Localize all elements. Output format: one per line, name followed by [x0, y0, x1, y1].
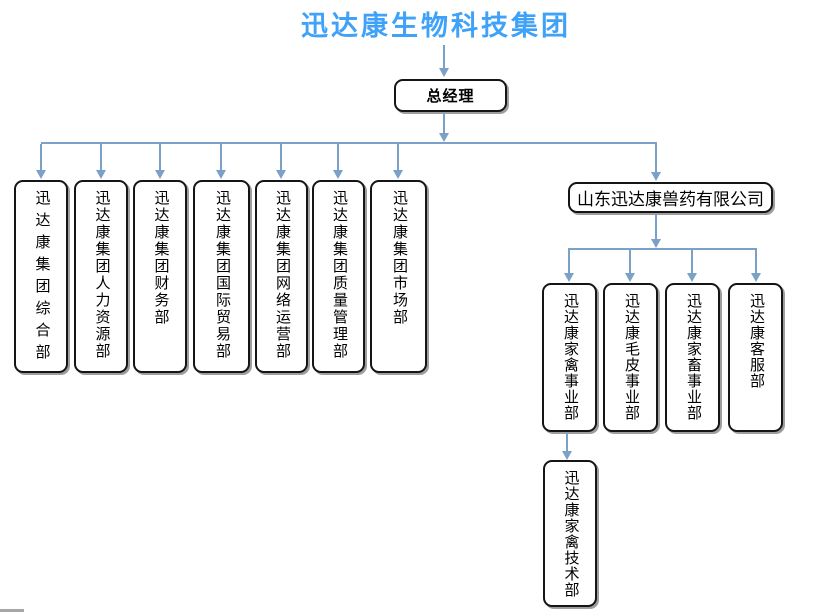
- org-node-label: 迅达康毛皮事业部: [623, 293, 639, 421]
- org-node-subsidiary-company[interactable]: 山东迅达康兽药有限公司: [568, 182, 773, 213]
- org-node-label: 迅达康集团质量管理部: [331, 190, 347, 360]
- connector-division-to-tech-line: [566, 432, 568, 451]
- org-node-quality-management-dept[interactable]: 迅达康集团质量管理部: [312, 180, 365, 373]
- org-node-label: 迅达康集团人力资源部: [93, 190, 110, 360]
- arrow-down-icon: [651, 172, 661, 181]
- org-node-label: 迅达康集团综合部: [33, 190, 50, 366]
- connector-drop-line: [691, 250, 693, 273]
- connector-drop-line: [159, 144, 161, 170]
- arrow-down-icon: [216, 170, 226, 179]
- connector-drop-line: [755, 250, 757, 273]
- arrow-down-icon: [36, 170, 46, 179]
- arrow-down-icon: [751, 273, 761, 282]
- arrow-down-icon: [155, 170, 165, 179]
- connector-drop-line: [220, 144, 222, 170]
- org-node-label: 总经理: [426, 89, 475, 105]
- org-node-label: 迅达康集团财务部: [152, 190, 169, 326]
- connector-drop-line: [337, 144, 339, 170]
- arrow-down-icon: [687, 273, 697, 282]
- org-node-label: 迅达康集团市场部: [391, 190, 407, 326]
- arrow-down-icon: [625, 273, 635, 282]
- arrow-down-icon: [276, 170, 286, 179]
- org-node-poultry-technical-dept[interactable]: 迅达康家禽技术部: [543, 460, 597, 607]
- connector-drop-line: [100, 144, 102, 170]
- org-node-hr-dept[interactable]: 迅达康集团人力资源部: [74, 180, 128, 373]
- org-node-livestock-division[interactable]: 迅达康家畜事业部: [665, 283, 720, 432]
- org-node-fur-division[interactable]: 迅达康毛皮事业部: [603, 283, 658, 432]
- connector-drop-line: [629, 250, 631, 273]
- connector-root-to-rail-line: [443, 112, 445, 133]
- org-node-marketing-dept[interactable]: 迅达康集团市场部: [370, 180, 427, 373]
- connector-drop-line: [280, 144, 282, 170]
- org-node-label: 迅达康家畜事业部: [685, 293, 701, 421]
- connector-drop-line: [397, 144, 399, 170]
- arrow-down-icon: [96, 170, 106, 179]
- connector-rail-level2: [568, 248, 757, 250]
- connector-title-to-root-line: [443, 45, 445, 68]
- org-node-label: 迅达康集团国际贸易部: [214, 190, 230, 360]
- org-node-label: 山东迅达康兽药有限公司: [577, 190, 764, 209]
- arrow-down-icon: [393, 170, 403, 179]
- org-node-label: 迅达康客服部: [748, 293, 764, 389]
- arrow-down-icon: [562, 451, 572, 460]
- arrow-down-icon: [651, 239, 661, 248]
- org-node-label: 迅达康家禽事业部: [562, 293, 578, 421]
- org-node-customer-service-dept[interactable]: 迅达康客服部: [728, 283, 783, 432]
- org-node-label: 迅达康家禽技术部: [562, 470, 579, 598]
- chart-title: 迅达康生物科技集团: [301, 11, 571, 41]
- connector-drop-line: [568, 250, 570, 273]
- org-node-finance-dept[interactable]: 迅达康集团财务部: [133, 180, 187, 373]
- org-node-general-manager[interactable]: 总经理: [394, 79, 507, 112]
- connector-subsidiary-to-rail-line: [655, 213, 657, 239]
- arrow-down-icon: [333, 170, 343, 179]
- org-node-general-affairs-dept[interactable]: 迅达康集团综合部: [14, 180, 68, 373]
- org-node-label: 迅达康集团网络运营部: [274, 190, 290, 360]
- connector-rail-level1: [41, 142, 657, 144]
- org-node-network-operations-dept[interactable]: 迅达康集团网络运营部: [255, 180, 308, 373]
- connector-drop-line: [655, 144, 657, 172]
- connector-drop-line: [40, 144, 42, 170]
- arrow-down-icon: [439, 133, 449, 142]
- org-node-poultry-division[interactable]: 迅达康家禽事业部: [542, 283, 597, 432]
- arrow-down-icon: [564, 273, 574, 282]
- page-edge-artifact: [0, 609, 24, 612]
- org-node-international-trade-dept[interactable]: 迅达康集团国际贸易部: [193, 180, 250, 373]
- arrow-down-icon: [439, 68, 449, 77]
